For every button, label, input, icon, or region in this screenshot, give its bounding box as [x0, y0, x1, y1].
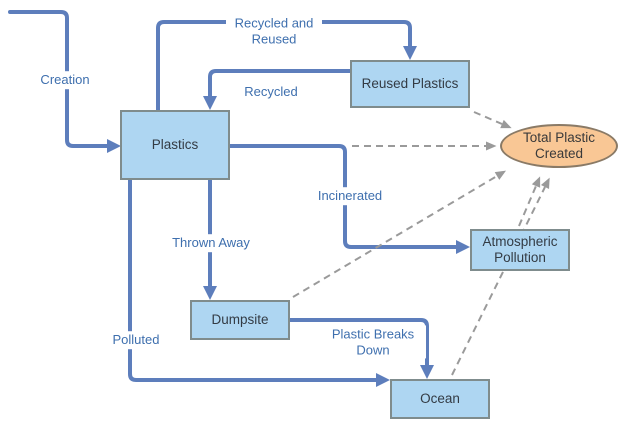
node-atmospheric-pollution-label: Atmospheric Pollution	[482, 233, 558, 265]
edge-label-plastic-breaks-down: Plastic Breaks Down	[320, 325, 426, 359]
edge-label-incinerated: Incinerated	[314, 187, 386, 205]
edge-label-creation: Creation	[37, 71, 93, 89]
edge-reused-to-total	[473, 111, 512, 129]
node-plastics-label: Plastics	[151, 136, 199, 152]
node-total-plastic-created: Total Plastic Created	[500, 124, 618, 168]
node-ocean: Ocean	[390, 379, 490, 419]
edge-recycled	[203, 69, 352, 110]
edge-ocean-to-total	[451, 177, 550, 376]
node-plastics: Plastics	[120, 110, 230, 180]
edge-polluted	[128, 178, 390, 387]
edge-label-thrown-away: Thrown Away	[169, 234, 253, 252]
edge-atmospheric-to-total	[518, 176, 541, 227]
edge-label-recycled-and-reused: Recycled and Reused	[226, 14, 322, 48]
node-atmospheric-pollution: Atmospheric Pollution	[470, 229, 570, 271]
edge-dumpsite-to-total	[292, 170, 507, 298]
node-ocean-label: Ocean	[420, 390, 460, 406]
node-dumpsite-label: Dumpsite	[211, 311, 269, 327]
node-reused-plastics: Reused Plastics	[350, 60, 470, 108]
node-dumpsite: Dumpsite	[190, 300, 290, 340]
edge-plastic-breaks-down	[288, 318, 434, 379]
edge-label-polluted: Polluted	[109, 331, 163, 349]
edge-label-recycled: Recycled	[241, 83, 301, 101]
node-total-plastic-created-label: Total Plastic Created	[522, 129, 596, 161]
node-reused-plastics-label: Reused Plastics	[361, 75, 459, 91]
